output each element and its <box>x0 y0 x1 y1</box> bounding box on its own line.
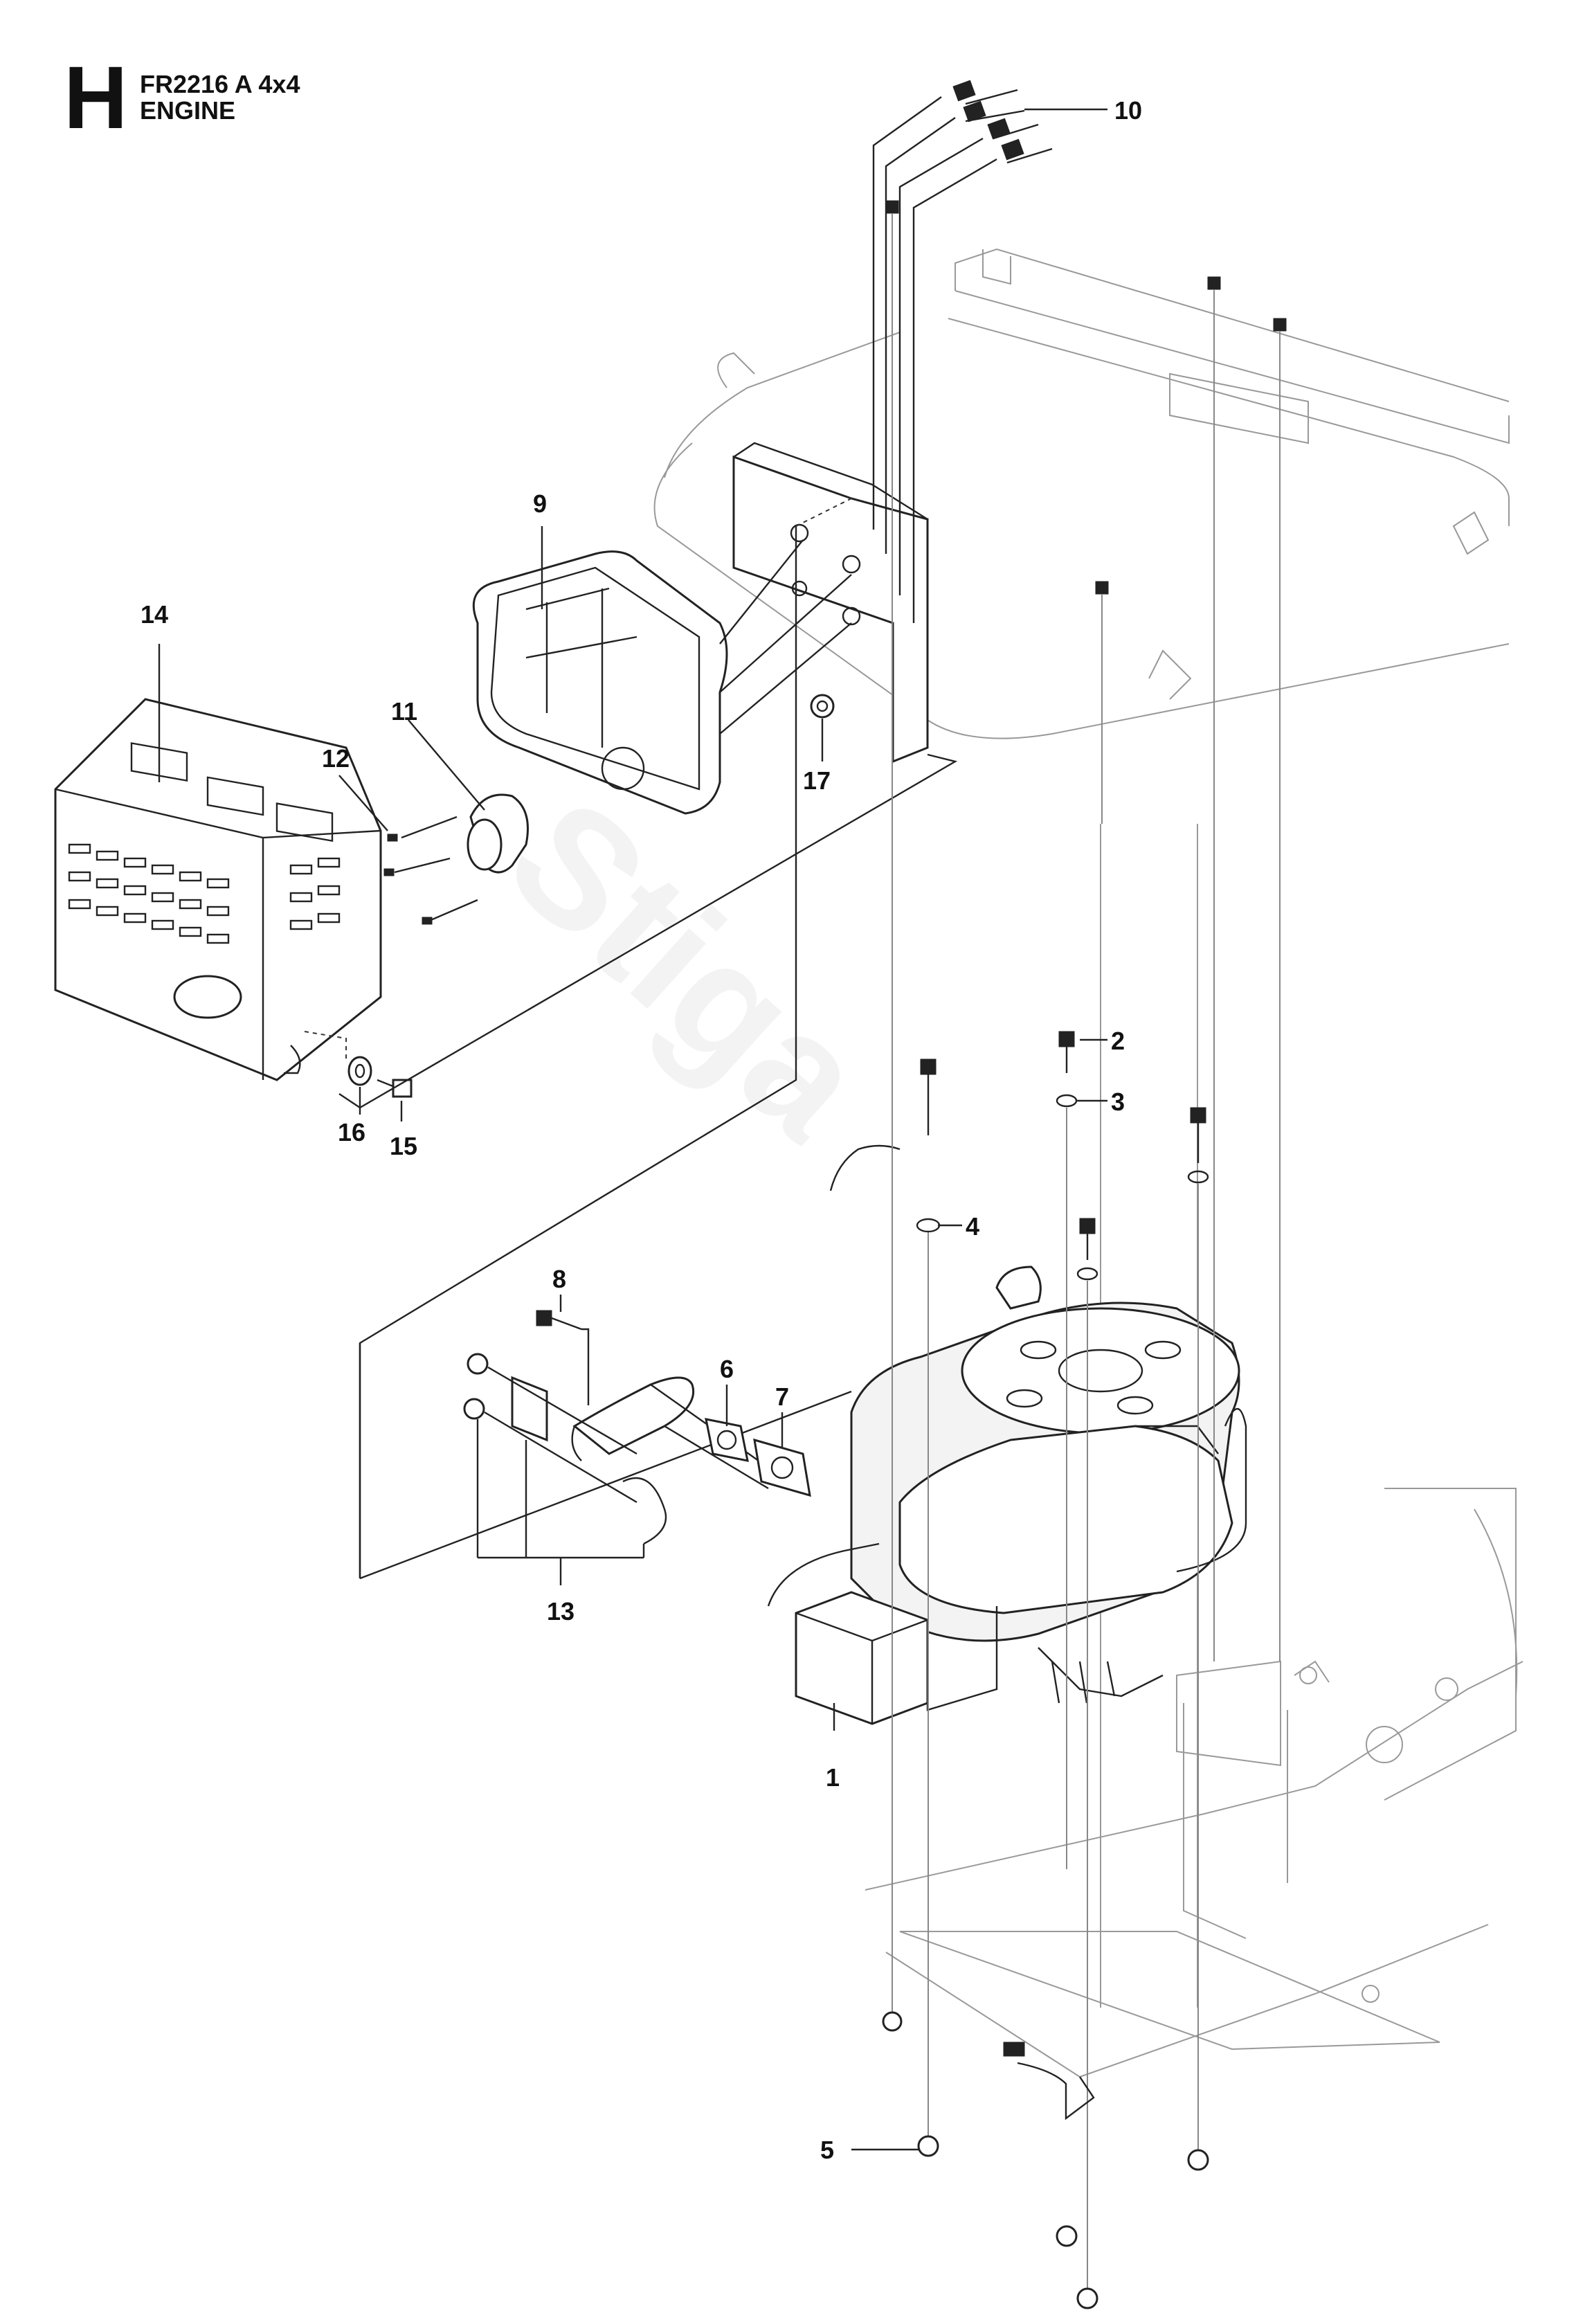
page-title: ENGINE <box>140 96 236 125</box>
callout-10: 10 <box>1114 96 1142 125</box>
model-title: FR2216 A 4x4 <box>140 70 300 98</box>
heat-shield <box>54 698 382 1081</box>
pipe-clamp <box>463 1353 637 1504</box>
nut-17 <box>810 694 835 719</box>
callout-13: 13 <box>547 1597 575 1625</box>
callout-8: 8 <box>552 1265 566 1293</box>
leader-13 <box>476 1419 645 1559</box>
callout-9: 9 <box>533 489 547 518</box>
assembly-frame-lines <box>304 498 958 1580</box>
callout-12: 12 <box>322 744 350 773</box>
washer-16 <box>347 1056 372 1086</box>
gasket-6 <box>705 1418 749 1462</box>
callout-6: 6 <box>720 1355 734 1383</box>
gasket-7 <box>753 1438 811 1497</box>
callout-2: 2 <box>1111 1027 1125 1055</box>
callout-1: 1 <box>826 1763 840 1792</box>
heat-shield-vents <box>68 843 341 944</box>
screw-8 <box>536 1310 590 1405</box>
callout-7: 7 <box>775 1382 789 1411</box>
callout-3: 3 <box>1111 1088 1125 1116</box>
callout-14: 14 <box>141 600 168 629</box>
callout-leaders <box>158 526 1107 2151</box>
spark-arrestor <box>383 793 529 925</box>
callout-5: 5 <box>820 2136 834 2164</box>
callout-labels: 1 2 3 4 5 6 7 8 9 10 11 12 13 14 15 16 1… <box>141 96 1142 2164</box>
section-letter: H <box>64 48 127 147</box>
engine-mount-hardware <box>829 200 1287 2309</box>
callout-17: 17 <box>803 766 831 795</box>
callout-11: 11 <box>391 697 417 726</box>
muffler <box>472 539 852 815</box>
bracket-screws <box>872 80 1107 623</box>
callout-15: 15 <box>390 1132 417 1160</box>
callout-4: 4 <box>966 1212 979 1241</box>
engine <box>767 1265 1247 1725</box>
callout-16: 16 <box>338 1118 365 1146</box>
